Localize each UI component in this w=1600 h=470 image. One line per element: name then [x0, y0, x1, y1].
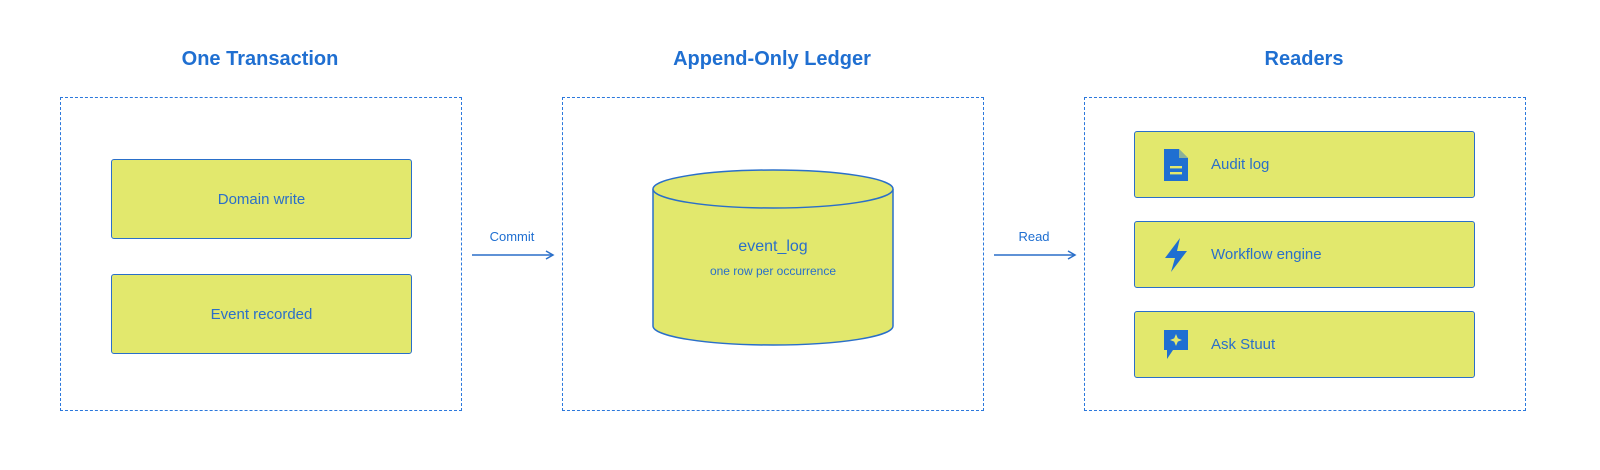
readers-title: Readers	[1264, 48, 1344, 70]
transaction-title: One Transaction	[181, 48, 339, 70]
event-log-caption: one row per occurrence	[709, 264, 837, 278]
ledger-panel	[562, 97, 984, 411]
ask-stuut-box: Ask Stuut	[1134, 311, 1475, 378]
chat-sparkle-icon	[1161, 327, 1191, 363]
ask-stuut-label: Ask Stuut	[1211, 336, 1276, 353]
event-log-cylinder	[652, 169, 894, 346]
readers-panel	[1084, 97, 1526, 411]
domain-write-box: Domain write	[111, 159, 412, 239]
document-icon	[1161, 147, 1191, 183]
audit-log-label: Audit log	[1211, 156, 1270, 173]
read-label: Read	[1018, 229, 1050, 244]
workflow-engine-box: Workflow engine	[1134, 221, 1475, 288]
workflow-engine-label: Workflow engine	[1211, 246, 1322, 263]
ledger-title: Append-Only Ledger	[673, 48, 871, 70]
commit-label: Commit	[489, 229, 535, 244]
event-recorded-box: Event recorded	[111, 274, 412, 354]
event-log-name: event_log	[738, 238, 808, 255]
event-recorded-label: Event recorded	[210, 305, 313, 323]
transaction-panel	[60, 97, 462, 411]
audit-log-box: Audit log	[1134, 131, 1475, 198]
lightning-icon	[1161, 237, 1191, 273]
domain-write-label: Domain write	[217, 190, 306, 208]
